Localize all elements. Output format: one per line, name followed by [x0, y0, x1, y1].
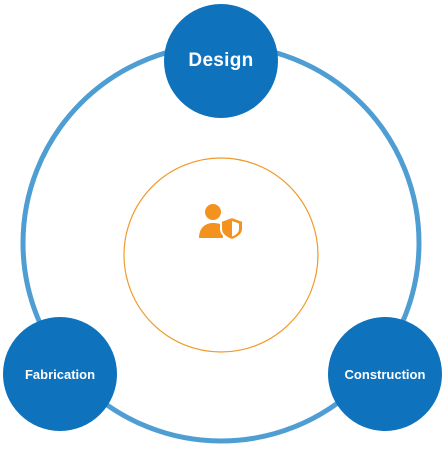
user-shield-icon	[199, 204, 244, 240]
design-label: Design	[188, 50, 254, 71]
construction-node[interactable]: Construction	[328, 317, 442, 431]
fabrication-label: Fabrication	[24, 366, 96, 382]
design-node[interactable]: Design	[164, 4, 278, 118]
inner-ring	[123, 157, 319, 353]
fabrication-node[interactable]: Fabrication	[3, 317, 117, 431]
construction-label: Construction	[344, 366, 426, 382]
